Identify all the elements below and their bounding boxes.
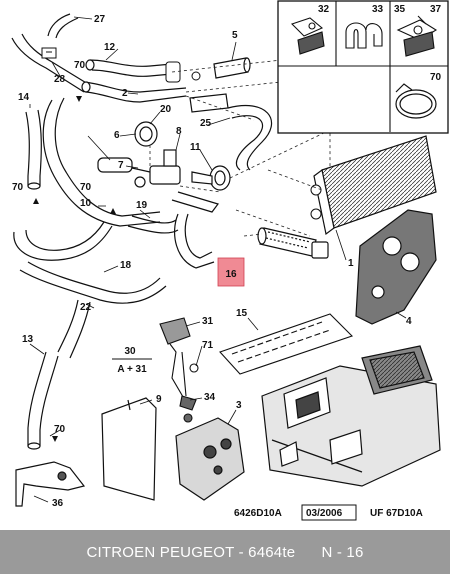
highlight-16[interactable]: 16 bbox=[217, 257, 245, 287]
pipe-bend-center bbox=[171, 191, 219, 269]
grommet-nut bbox=[165, 61, 201, 83]
diagram-footer: 6426D10A 03/2006 UF 67D10A bbox=[234, 504, 423, 521]
connector-20 bbox=[189, 93, 229, 113]
hose-25 bbox=[227, 104, 273, 171]
caption-bar: CITROEN PEUGEOT - 6464te N - 16 bbox=[0, 530, 450, 574]
hose-27 bbox=[47, 13, 79, 39]
callout-20: 20 bbox=[160, 104, 172, 115]
callout-25: 25 bbox=[200, 118, 212, 129]
footer-code-right: UF 67D10A bbox=[370, 508, 423, 519]
callout-15: 15 bbox=[236, 308, 248, 319]
clip-35-37 bbox=[396, 15, 438, 57]
bracket-31 bbox=[159, 317, 199, 423]
leader-lines bbox=[29, 16, 407, 503]
triangle-marker-icon bbox=[110, 208, 116, 214]
footer-date: 03/2006 bbox=[306, 508, 343, 519]
callout-27: 27 bbox=[94, 14, 106, 25]
hose-10 bbox=[13, 221, 113, 261]
callout-6: 6 bbox=[114, 130, 120, 141]
callout-28: 28 bbox=[54, 74, 66, 85]
callout-70b: 70 bbox=[12, 182, 24, 193]
hose-14 bbox=[25, 109, 42, 190]
valve-assembly-8 bbox=[97, 149, 181, 188]
callout-37: 37 bbox=[430, 4, 442, 15]
cover-9 bbox=[101, 397, 157, 501]
callout-labels: 27 12 5 28 70 14 2 20 6 8 25 11 70 7 70 … bbox=[12, 4, 442, 509]
callout-70c: 70 bbox=[80, 182, 92, 193]
callout-8: 8 bbox=[176, 126, 182, 137]
hose-upper-left bbox=[11, 33, 89, 93]
callout-33: 33 bbox=[372, 4, 384, 15]
clamp-11 bbox=[191, 165, 231, 191]
callout-35: 35 bbox=[394, 4, 406, 15]
hose-19 bbox=[127, 215, 179, 234]
parts-diagram: 16 bbox=[11, 0, 449, 521]
heater-matrix-1 bbox=[310, 135, 437, 236]
callout-71: 71 bbox=[202, 340, 214, 351]
highlight-label: 16 bbox=[225, 269, 237, 280]
triangle-marker-icon bbox=[52, 436, 58, 442]
callout-70a: 70 bbox=[74, 60, 86, 71]
triangle-marker-icon bbox=[76, 96, 82, 102]
callout-10: 10 bbox=[80, 198, 92, 209]
callout-31: 31 bbox=[202, 316, 214, 327]
callout-3: 3 bbox=[236, 400, 242, 411]
formula-numerator: 30 bbox=[124, 346, 136, 357]
clip-32 bbox=[290, 17, 325, 55]
inset-box bbox=[277, 0, 449, 134]
callout-19: 19 bbox=[136, 200, 148, 211]
gasket-plate-4 bbox=[355, 209, 437, 325]
callout-34: 34 bbox=[204, 392, 216, 403]
callout-70e: 70 bbox=[430, 72, 442, 83]
hose-22 bbox=[57, 299, 91, 359]
callout-18: 18 bbox=[120, 260, 132, 271]
hose-18 bbox=[19, 261, 167, 304]
hose-2 bbox=[81, 81, 187, 103]
seal-ring-6 bbox=[134, 121, 158, 147]
callout-2: 2 bbox=[122, 88, 128, 99]
clip-33 bbox=[345, 22, 383, 49]
filter-plate-15 bbox=[219, 313, 354, 375]
filter-cartridge bbox=[257, 227, 329, 259]
pipe-5 bbox=[213, 57, 251, 79]
hose-12 bbox=[85, 59, 173, 77]
highlight-box[interactable] bbox=[217, 257, 245, 287]
callout-32: 32 bbox=[318, 4, 330, 15]
callout-4: 4 bbox=[406, 316, 412, 327]
hose-long-left bbox=[42, 97, 161, 227]
clip-28 bbox=[41, 47, 57, 59]
heater-box-housing bbox=[261, 345, 441, 487]
callout-1: 1 bbox=[348, 258, 354, 269]
callout-11: 11 bbox=[190, 142, 201, 153]
hose-13 bbox=[27, 351, 59, 450]
callout-70d: 70 bbox=[54, 424, 66, 435]
footer-code-left: 6426D10A bbox=[234, 508, 282, 519]
callout-13: 13 bbox=[22, 334, 34, 345]
formula-denominator: A + 31 bbox=[117, 364, 147, 375]
callout-12: 12 bbox=[104, 42, 116, 53]
hose-clamp-70 bbox=[395, 83, 437, 119]
callout-9: 9 bbox=[156, 394, 162, 405]
bracket-36 bbox=[15, 461, 86, 507]
housing-3 bbox=[175, 417, 245, 501]
callout-14: 14 bbox=[18, 92, 30, 103]
callout-36: 36 bbox=[52, 498, 64, 509]
caption-text: CITROEN PEUGEOT - 6464te N - 16 bbox=[86, 543, 364, 561]
callout-7: 7 bbox=[118, 160, 124, 171]
callout-22: 22 bbox=[80, 302, 92, 313]
formula-note: 30 A + 31 bbox=[112, 346, 152, 375]
callout-5: 5 bbox=[232, 30, 238, 41]
triangle-marker-icon bbox=[33, 198, 39, 204]
